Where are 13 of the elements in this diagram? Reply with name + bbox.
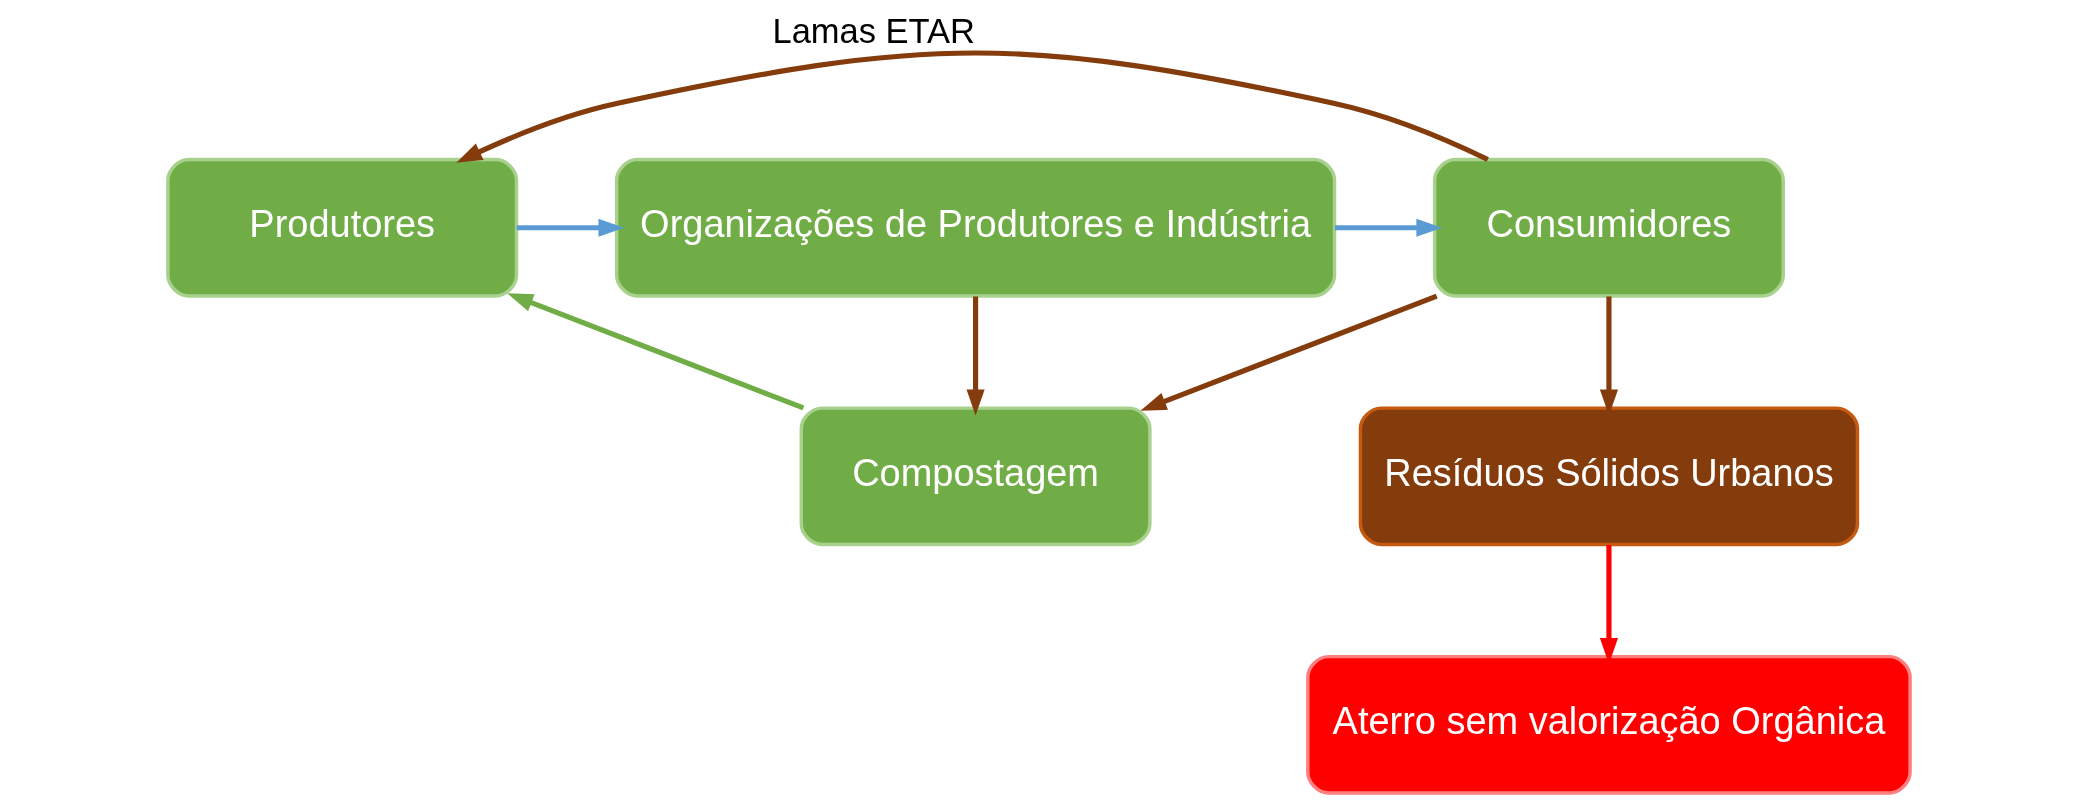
arrow: [966, 296, 985, 416]
node-box: Compostagem: [799, 406, 1152, 547]
node-box: Produtores: [165, 157, 518, 298]
arrow: [516, 218, 624, 237]
arrow: [1334, 218, 1442, 237]
node-box: Aterro sem valorização Orgânica: [1305, 654, 1912, 795]
node-box: Organizações de Produtores e Indústria: [614, 157, 1336, 298]
node-box: Resíduos Sólidos Urbanos: [1358, 406, 1859, 547]
arrow: [1139, 293, 1438, 411]
edge-label: Lamas ETAR: [771, 11, 975, 50]
arrow: [455, 50, 1489, 163]
node-box: Consumidores: [1432, 157, 1785, 298]
arrow: [506, 293, 804, 411]
